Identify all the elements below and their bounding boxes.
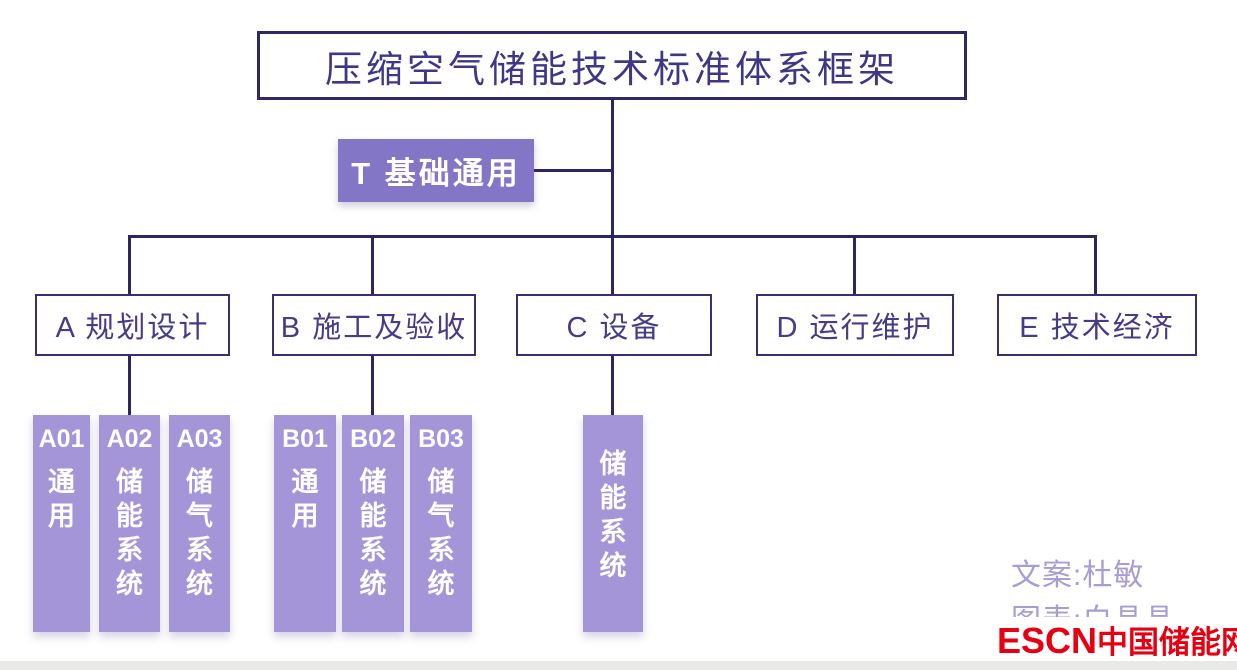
child-code: A03 <box>176 425 223 453</box>
node-branch-a: A 规划设计 <box>35 294 230 356</box>
child-label: 通用 <box>291 467 319 531</box>
node-branch-e: E 技术经济 <box>997 294 1197 356</box>
connector-child-drop-c <box>611 356 614 415</box>
connector-tbase-horizontal <box>532 169 612 172</box>
node-child-b02: B02 储能系统 <box>342 415 404 632</box>
node-child-b01: B01 通用 <box>274 415 336 632</box>
child-label: 储气系统 <box>427 467 455 599</box>
escn-logo: ESCN 中国储能网 <box>997 617 1237 662</box>
child-label: 储能系统 <box>599 449 627 581</box>
connector-drop-d <box>853 235 856 294</box>
child-code: A01 <box>38 425 85 453</box>
child-label: 储能系统 <box>359 467 387 599</box>
child-label: 储能系统 <box>116 467 143 599</box>
connector-drop-e <box>1094 235 1097 294</box>
node-branch-b: B 施工及验收 <box>272 294 476 356</box>
node-child-c-storage: 储能系统 <box>583 415 643 632</box>
child-label: 储气系统 <box>186 467 213 599</box>
child-code: B02 <box>350 425 396 453</box>
connector-drop-b <box>371 235 374 294</box>
node-child-b03: B03 储气系统 <box>410 415 472 632</box>
node-child-a03: A03 储气系统 <box>169 415 230 632</box>
connector-child-drop-b <box>371 356 374 415</box>
bottom-edge-bar <box>0 661 1237 670</box>
connector-child-drop-a <box>128 356 131 415</box>
connector-trunk-vertical <box>611 100 614 238</box>
child-code: A02 <box>106 425 153 453</box>
connector-drop-c <box>611 235 614 294</box>
node-child-a01: A01 通用 <box>33 415 90 632</box>
root-node-title: 压缩空气储能技术标准体系框架 <box>257 31 967 100</box>
escn-logo-chinese: 中国储能网 <box>1097 625 1237 660</box>
node-child-a02: A02 储能系统 <box>99 415 160 632</box>
child-label: 通用 <box>48 467 75 531</box>
node-t-base: T 基础通用 <box>338 139 534 202</box>
node-branch-c: C 设备 <box>516 294 712 356</box>
node-branch-d: D 运行维护 <box>756 294 954 356</box>
child-code: B03 <box>418 425 464 453</box>
connector-drop-a <box>128 235 131 294</box>
child-code: B01 <box>282 425 328 453</box>
credit-writer: 文案:杜敏 <box>1011 559 1145 592</box>
escn-logo-latin: ESCN <box>997 620 1098 661</box>
